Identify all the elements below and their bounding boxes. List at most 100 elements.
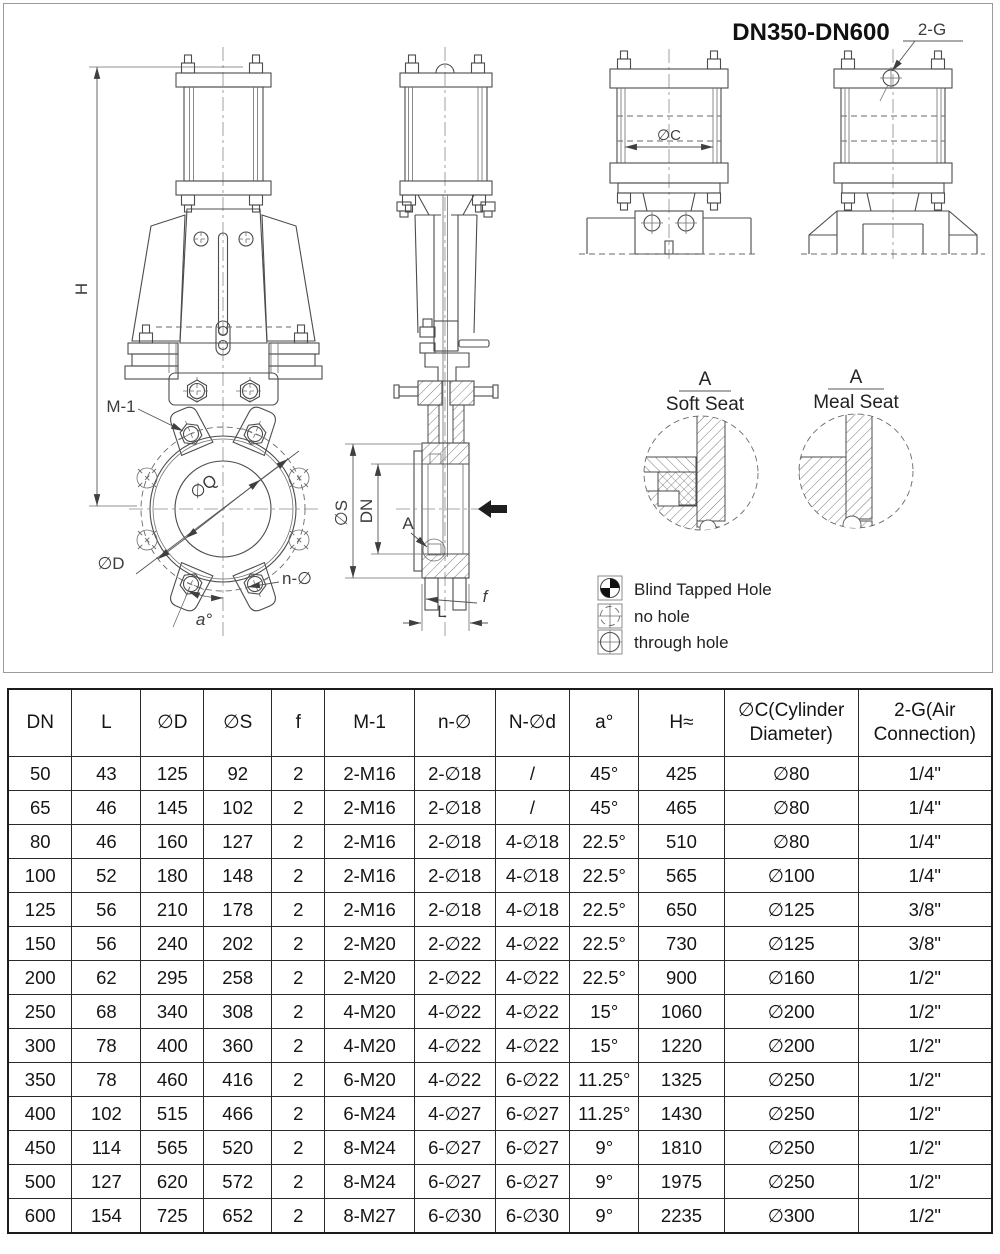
dim-label-seal-diameter: ∅S <box>332 500 351 526</box>
column-header: f <box>271 688 326 757</box>
table-cell: 62 <box>71 960 142 995</box>
table-cell: 102 <box>71 1096 142 1131</box>
table-cell: 6-∅27 <box>494 1096 571 1131</box>
table-cell: 56 <box>71 892 142 927</box>
table-cell: 2 <box>271 892 326 927</box>
table-cell: 9° <box>569 1198 640 1234</box>
dim-label-cylinder-diameter: ∅C <box>657 127 681 144</box>
front-view: H <box>72 47 323 636</box>
table-cell: ∅125 <box>723 926 859 961</box>
column-header: L <box>71 688 142 757</box>
table-cell: 450 <box>7 1130 73 1165</box>
table-cell: 1060 <box>638 994 725 1029</box>
table-cell: 2 <box>271 1198 326 1234</box>
table-cell: 572 <box>203 1164 273 1199</box>
table-cell: 68 <box>71 994 142 1029</box>
table-cell: 78 <box>71 1062 142 1097</box>
table-cell: 4-∅18 <box>494 892 571 927</box>
table-cell: 620 <box>140 1164 205 1199</box>
table-cell: 2 <box>271 960 326 995</box>
table-cell: 350 <box>7 1062 73 1097</box>
cylinder-views: DN350-DN600 ∅C 2-G <box>579 19 985 259</box>
table-cell: 1/4" <box>857 756 993 791</box>
column-header: ∅S <box>203 688 273 757</box>
table-cell: 8-M24 <box>324 1164 415 1199</box>
table-cell: 500 <box>7 1164 73 1199</box>
drawing-canvas: H <box>72 19 985 655</box>
table-cell: 92 <box>203 756 273 791</box>
table-cell: 2-M20 <box>324 960 415 995</box>
table-cell: 900 <box>638 960 725 995</box>
table-cell: 56 <box>71 926 142 961</box>
table-cell: 2-∅18 <box>413 858 496 893</box>
table-cell: 1430 <box>638 1096 725 1131</box>
column-header: DN <box>7 688 73 757</box>
blind-tapped-hole-icon <box>597 575 623 601</box>
table-cell: 180 <box>140 858 205 893</box>
table-cell: 6-∅22 <box>494 1062 571 1097</box>
table-cell: 15° <box>569 994 640 1029</box>
table-cell: 2 <box>271 824 326 859</box>
table-cell: 360 <box>203 1028 273 1063</box>
column-header: ∅D <box>140 688 205 757</box>
column-header: ∅C(Cylinder Diameter) <box>723 688 859 757</box>
seat-detail-metal: A Meal Seat <box>798 367 914 529</box>
table-cell: 127 <box>71 1164 142 1199</box>
table-cell: 6-M20 <box>324 1062 415 1097</box>
table-cell: 4-∅18 <box>494 824 571 859</box>
table-cell: 3/8" <box>857 892 993 927</box>
table-cell: 22.5° <box>569 926 640 961</box>
table-cell: 2-M16 <box>324 892 415 927</box>
table-cell: 425 <box>638 756 725 791</box>
table-cell: 150 <box>7 926 73 961</box>
dim-label-bore-diameter: ∅Q <box>187 471 221 503</box>
detail-soft-seat-caption: Soft Seat <box>666 394 745 415</box>
column-header: a° <box>569 688 640 757</box>
legend-blind-tapped-hole: Blind Tapped Hole <box>634 580 772 599</box>
table-cell: 4-M20 <box>324 1028 415 1063</box>
table-cell: 300 <box>7 1028 73 1063</box>
table-cell: 8-M24 <box>324 1130 415 1165</box>
table-cell: 9° <box>569 1130 640 1165</box>
table-cell: 2 <box>271 926 326 961</box>
table-cell: 2-∅22 <box>413 960 496 995</box>
table-cell: ∅250 <box>723 1062 859 1097</box>
table-cell: 4-∅22 <box>494 994 571 1029</box>
table-cell: 4-∅27 <box>413 1096 496 1131</box>
dim-label-tapped-holes: M-1 <box>106 397 135 416</box>
table-cell: ∅80 <box>723 756 859 791</box>
table-cell: ∅250 <box>723 1164 859 1199</box>
table-cell: 6-∅27 <box>413 1164 496 1199</box>
table-cell: 520 <box>203 1130 273 1165</box>
table-cell: 565 <box>638 858 725 893</box>
detail-soft-seat-label: A <box>699 369 712 390</box>
table-cell: 2-∅18 <box>413 892 496 927</box>
table-cell: 4-∅18 <box>494 858 571 893</box>
table-cell: 1220 <box>638 1028 725 1063</box>
table-cell: 15° <box>569 1028 640 1063</box>
table-cell: 515 <box>140 1096 205 1131</box>
table-cell: ∅200 <box>723 994 859 1029</box>
table-cell: 466 <box>203 1096 273 1131</box>
table-cell: 2 <box>271 1130 326 1165</box>
seat-detail-soft: A Soft Seat <box>643 369 759 531</box>
table-cell: 4-∅22 <box>494 1028 571 1063</box>
column-header: N-∅d <box>494 688 571 757</box>
table-cell: 78 <box>71 1028 142 1063</box>
table-cell: 11.25° <box>569 1096 640 1131</box>
table-cell: 6-∅27 <box>494 1130 571 1165</box>
table-cell: 465 <box>638 790 725 825</box>
table-cell: 4-M20 <box>324 994 415 1029</box>
table-cell: 9° <box>569 1164 640 1199</box>
table-cell: 22.5° <box>569 858 640 893</box>
no-hole-icon <box>597 603 623 629</box>
